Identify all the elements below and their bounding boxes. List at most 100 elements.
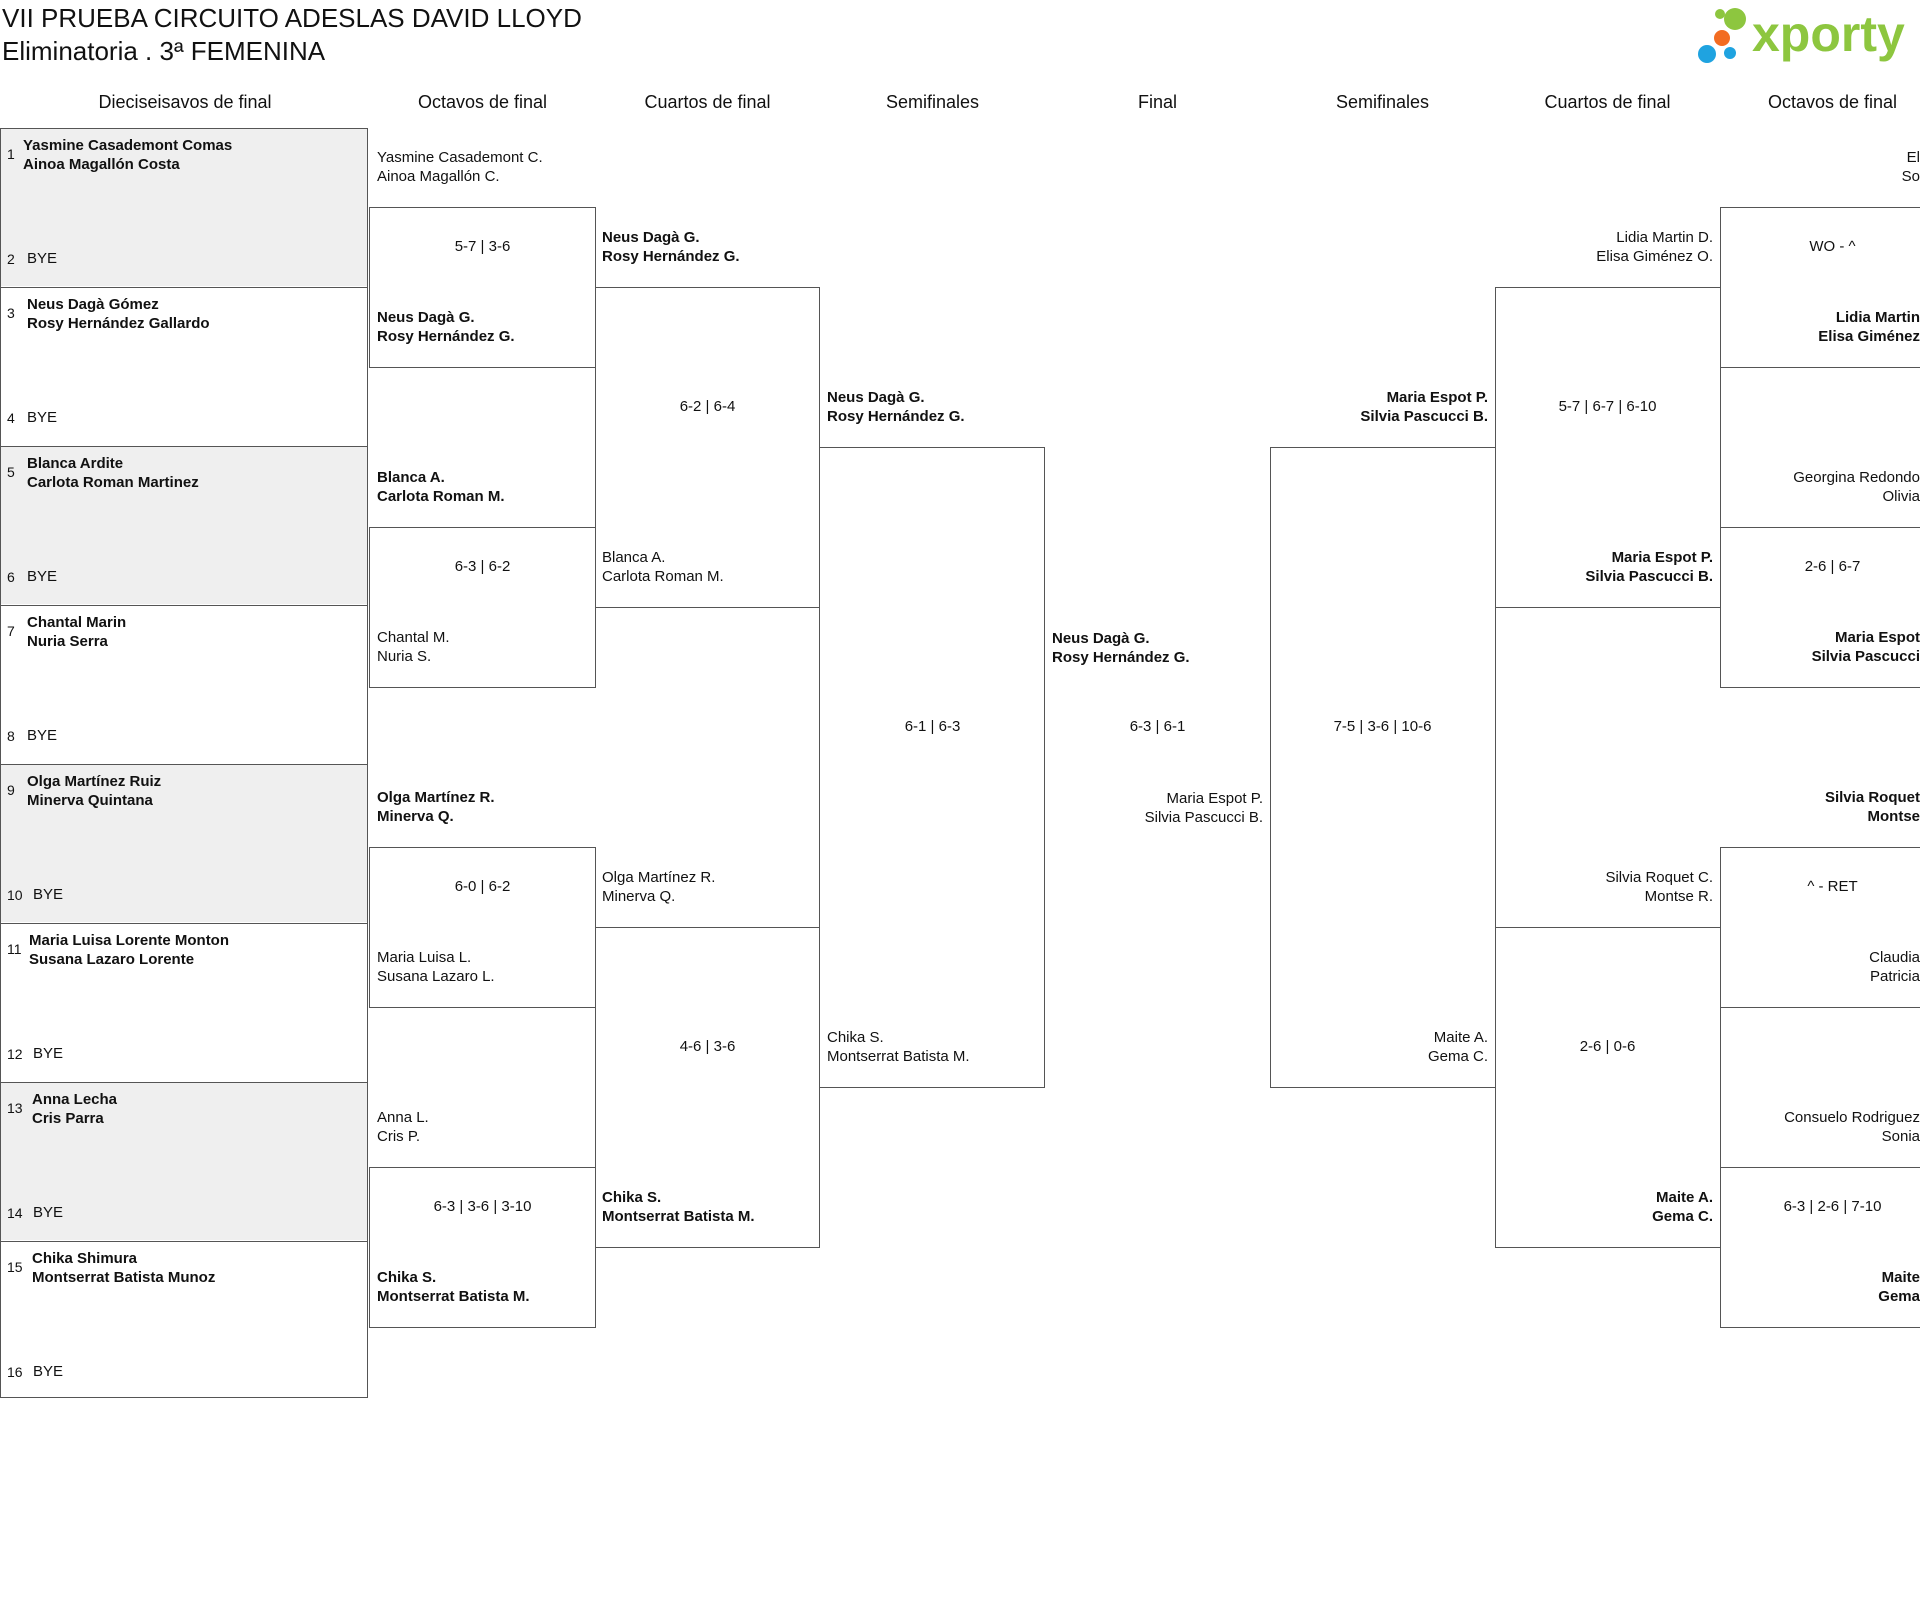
round-header-r32: Dieciseisavos de final bbox=[98, 92, 272, 112]
match-score: 5-7 | 3-6 bbox=[454, 238, 511, 255]
bye-label: BYE bbox=[27, 568, 58, 585]
pair-entry[interactable]: Maite A.Gema C. bbox=[1427, 1029, 1488, 1065]
match-score: 2-6 | 6-7 bbox=[1804, 558, 1861, 575]
pair-entry[interactable]: Olga Martínez R.Minerva Q. bbox=[602, 869, 716, 905]
pair-entry-winner[interactable]: Neus Dagà G.Rosy Hernández G. bbox=[1052, 630, 1190, 666]
pair-entry-winner[interactable]: Maite A.Gema C. bbox=[1652, 1189, 1713, 1225]
pair-entry[interactable]: Maria Espot P.Silvia Pascucci B. bbox=[1144, 790, 1263, 826]
seed-number: 5 bbox=[7, 464, 15, 480]
match-score: 4-6 | 3-6 bbox=[679, 1038, 736, 1055]
pair-entry-winner[interactable]: Maria Espot P.Silvia Pascucci B. bbox=[1585, 549, 1713, 585]
seed-shade-1 bbox=[0, 128, 368, 286]
seed-number: 12 bbox=[7, 1046, 23, 1062]
seed-shade-7 bbox=[0, 1082, 368, 1240]
match-box bbox=[1495, 927, 1721, 1248]
pair-entry[interactable]: Chika S.Montserrat Batista M. bbox=[827, 1029, 970, 1065]
seed-number: 11 bbox=[7, 941, 22, 957]
bye-label: BYE bbox=[33, 886, 64, 903]
round-header-sf-right: Semifinales bbox=[1335, 92, 1430, 112]
match-score: 6-3 | 3-6 | 3-10 bbox=[433, 1198, 532, 1215]
seed-divider bbox=[0, 287, 368, 288]
seed-divider bbox=[0, 605, 368, 606]
pair-entry-winner[interactable]: Neus Dagà G.Rosy Hernández G. bbox=[377, 309, 515, 345]
bye-label: BYE bbox=[33, 1363, 64, 1380]
seed-number: 2 bbox=[7, 251, 15, 267]
seed-shade-5 bbox=[0, 764, 368, 922]
match-score: 6-1 | 6-3 bbox=[904, 718, 961, 735]
match-score: 6-3 | 2-6 | 7-10 bbox=[1783, 1198, 1882, 1215]
pair-entry[interactable]: Silvia Roquet C.Montse R. bbox=[1605, 869, 1713, 905]
seed-shade-3 bbox=[0, 446, 368, 604]
pair-entry-winner[interactable]: Neus Dagà G.Rosy Hernández G. bbox=[827, 389, 965, 425]
seed-number: 13 bbox=[7, 1100, 23, 1116]
match-box bbox=[1495, 287, 1721, 608]
match-box bbox=[1720, 207, 1920, 368]
match-box bbox=[1270, 447, 1496, 1088]
logo-wordmark: xporty bbox=[1752, 6, 1905, 62]
match-score: 6-0 | 6-2 bbox=[454, 878, 511, 895]
seed-number: 3 bbox=[7, 305, 15, 321]
pair-entry-winner[interactable]: Chika S.Montserrat Batista M. bbox=[377, 1269, 530, 1305]
match-score: 5-7 | 6-7 | 6-10 bbox=[1558, 398, 1657, 415]
seed-number: 8 bbox=[7, 728, 15, 744]
page-title: VII PRUEBA CIRCUITO ADESLAS DAVID LLOYD bbox=[2, 3, 582, 33]
round-header-sf-left: Semifinales bbox=[885, 92, 980, 112]
seed-number: 16 bbox=[7, 1364, 23, 1380]
pair-entry[interactable]: Chantal M.Nuria S. bbox=[377, 629, 450, 665]
match-box bbox=[369, 1167, 596, 1328]
xporty-logo[interactable]: xporty bbox=[1690, 0, 1920, 70]
pair-entry-winner[interactable]: Chika S.Montserrat Batista M. bbox=[602, 1189, 755, 1225]
pair-entry[interactable]: Anna L.Cris P. bbox=[377, 1109, 429, 1145]
round-header-qf-left: Cuartos de final bbox=[644, 92, 771, 112]
round-header-r16-left: Octavos de final bbox=[417, 92, 548, 112]
seed-number: 10 bbox=[7, 887, 23, 903]
pair-entry-winner[interactable]: Maria Espot P.Silvia Pascucci B. bbox=[1360, 389, 1488, 425]
seed-number: 14 bbox=[7, 1205, 23, 1221]
seed-number: 1 bbox=[7, 146, 15, 162]
pair-entry[interactable]: Blanca A.Carlota Roman M. bbox=[602, 549, 724, 585]
pair-entry-winner[interactable]: Blanca A.Carlota Roman M. bbox=[377, 469, 505, 505]
pair-entry-winner[interactable]: Olga Martínez R.Minerva Q. bbox=[377, 789, 495, 825]
seed-number: 7 bbox=[7, 623, 15, 639]
pair-entry-winner[interactable]: Neus Dagà G.Rosy Hernández G. bbox=[602, 229, 740, 265]
match-box bbox=[369, 527, 596, 688]
pair-entry[interactable]: Lidia Martin D.Elisa Giménez O. bbox=[1596, 229, 1713, 265]
page-subtitle: Eliminatoria . 3ª FEMENINA bbox=[2, 36, 326, 66]
seed-divider bbox=[0, 1082, 368, 1083]
pair-entry[interactable]: Yasmine Casademont C.Ainoa Magallón C. bbox=[377, 149, 543, 185]
match-box bbox=[1720, 847, 1920, 1008]
match-score: ^ - RET bbox=[1807, 878, 1858, 895]
round-header-r16-right: Octavos de final bbox=[1767, 92, 1898, 112]
match-box bbox=[819, 447, 1045, 1088]
round-header-qf-right: Cuartos de final bbox=[1544, 92, 1671, 112]
match-box bbox=[1720, 1167, 1920, 1328]
match-score: 6-3 | 6-2 bbox=[454, 558, 511, 575]
match-box bbox=[595, 927, 820, 1248]
match-box bbox=[595, 287, 820, 608]
match-score: 7-5 | 3-6 | 10-6 bbox=[1333, 718, 1432, 735]
seed-divider bbox=[0, 923, 368, 924]
seed-number: 4 bbox=[7, 410, 15, 426]
seed-divider bbox=[0, 446, 368, 447]
match-score: 6-2 | 6-4 bbox=[679, 398, 736, 415]
seed-divider bbox=[0, 1241, 368, 1242]
pair-entry[interactable]: Maria Luisa L.Susana Lazaro L. bbox=[377, 949, 495, 985]
bye-label: BYE bbox=[27, 409, 58, 426]
bye-label: BYE bbox=[27, 250, 58, 267]
